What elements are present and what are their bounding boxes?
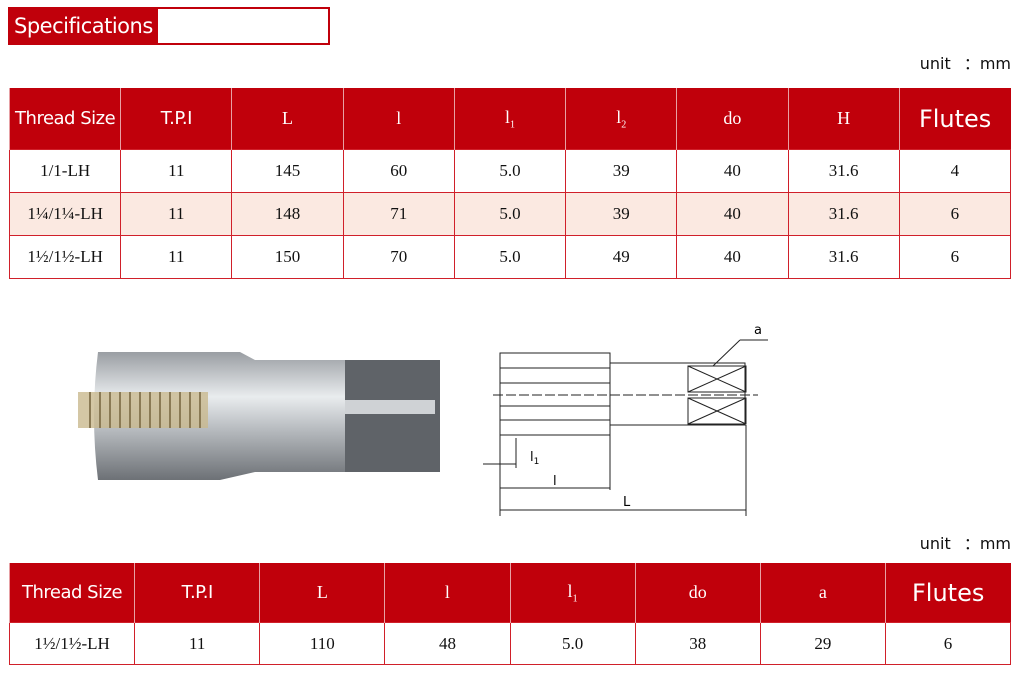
table-cell: 38 (634, 622, 761, 665)
header-label: Flutes (918, 104, 992, 133)
table-cell: 11 (120, 149, 233, 193)
table-cell: 39 (565, 192, 678, 236)
column-header: Flutes (884, 563, 1011, 623)
specifications-heading: Specifications (8, 7, 330, 45)
column-header: Thread Size (8, 563, 135, 623)
column-header: l (384, 563, 510, 623)
column-header: l2 (565, 88, 677, 150)
column-header: Flutes (898, 88, 1011, 150)
table-cell: 11 (120, 235, 233, 279)
table-cell: 1½/1½-LH (8, 235, 122, 279)
tap-dimension-drawing: a l1 l L (483, 323, 768, 516)
column-header: l1 (453, 88, 566, 150)
header-subscript: 1 (572, 593, 578, 605)
column-header: H (787, 88, 900, 150)
table-cell: 4 (898, 149, 1012, 193)
table-cell: 6 (898, 235, 1012, 279)
table-cell: 5.0 (453, 235, 567, 279)
header-subscript: 2 (621, 119, 627, 131)
header-label: L (282, 108, 294, 128)
table-cell: 1/1-LH (8, 149, 122, 193)
header-label: Thread Size (22, 582, 123, 603)
header-label: l (444, 582, 450, 602)
specifications-title: Specifications (8, 7, 158, 45)
table-cell: 5.0 (453, 192, 567, 236)
column-header: l (342, 88, 455, 150)
header-subscript: 1 (509, 119, 515, 131)
header-label: L (316, 582, 328, 602)
table-cell: 1½/1½-LH (8, 622, 136, 665)
table-cell: 29 (759, 622, 886, 665)
table-cell: 11 (134, 622, 261, 665)
table-cell: 70 (342, 235, 455, 279)
table-cell: 40 (676, 149, 789, 193)
column-header: L (231, 88, 344, 150)
column-header: do (634, 563, 761, 623)
table-cell: 6 (898, 192, 1012, 236)
column-header: a (759, 563, 886, 623)
table-cell: 31.6 (787, 235, 900, 279)
unit-label: unit ：mm (919, 54, 1011, 73)
header-label: do (688, 582, 707, 602)
table-cell: 49 (565, 235, 678, 279)
table-cell: 31.6 (787, 149, 900, 193)
dim-L-label: L (623, 495, 631, 510)
tap-photo (78, 352, 440, 480)
column-header: T.P.I (134, 563, 260, 623)
dim-l1-label: l1 (530, 450, 539, 467)
table-cell: 150 (231, 235, 344, 279)
table-cell: 148 (231, 192, 344, 236)
column-header: T.P.I (120, 88, 232, 150)
header-label: a (818, 582, 827, 602)
table-cell: 48 (384, 622, 511, 665)
header-label: H (837, 108, 851, 128)
table-cell: 145 (231, 149, 344, 193)
header-label: l (396, 108, 402, 128)
header-label: T.P.I (160, 108, 193, 129)
header-label: T.P.I (181, 582, 214, 603)
table-cell: 1¼/1¼-LH (8, 192, 122, 236)
table-cell: 5.0 (453, 149, 567, 193)
column-header: L (259, 563, 385, 623)
header-label: Thread Size (15, 108, 116, 129)
dim-l-label: l (553, 474, 557, 489)
column-header: l1 (509, 563, 636, 623)
table-cell: 31.6 (787, 192, 900, 236)
table-cell: 6 (884, 622, 1012, 665)
header-label: l (567, 580, 573, 601)
table-cell: 5.0 (509, 622, 636, 665)
header-label: l (504, 106, 510, 127)
table-cell: 40 (676, 192, 789, 236)
table-cell: 60 (342, 149, 455, 193)
header-label: l (616, 106, 622, 127)
column-header: do (676, 88, 789, 150)
table-cell: 39 (565, 149, 678, 193)
table-cell: 11 (120, 192, 233, 236)
table-cell: 40 (676, 235, 789, 279)
unit-label-2: unit ：mm (919, 534, 1011, 553)
dim-a-label: a (754, 323, 762, 338)
table-cell: 71 (342, 192, 455, 236)
table-cell: 110 (259, 622, 386, 665)
header-label: Flutes (912, 578, 985, 607)
header-label: do (723, 108, 742, 128)
column-header: Thread Size (8, 88, 121, 150)
